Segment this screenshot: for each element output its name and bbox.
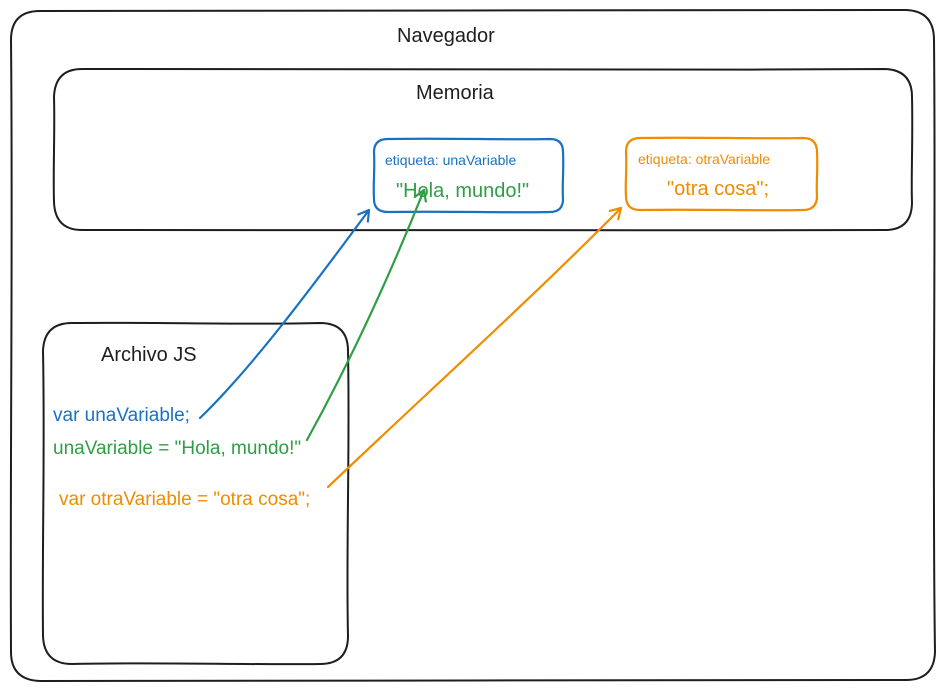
memory-title: Memoria <box>416 82 494 104</box>
memory-cell-otravariable-box <box>624 136 819 212</box>
arrow-declaration-blue <box>198 208 371 420</box>
memory-cell-otravariable-value: "otra cosa"; <box>667 178 770 200</box>
arrow-assignment-green <box>305 188 424 442</box>
memory-cell-unavariable-box <box>372 137 565 214</box>
memory-cell-unavariable-value: "Hola, mundo!" <box>396 180 530 202</box>
code-line-declaration: var unaVariable; <box>53 405 190 426</box>
code-line-assignment: unaVariable = "Hola, mundo!" <box>53 438 302 459</box>
memory-cell-unavariable-tag: etiqueta: unaVariable <box>385 152 517 168</box>
memory-cell-otravariable-tag: etiqueta: otraVariable <box>638 151 771 167</box>
js-file-box <box>41 321 350 666</box>
code-line-otravariable: var otraVariable = "otra cosa"; <box>59 489 311 510</box>
memory-box <box>52 67 914 232</box>
js-file-title: Archivo JS <box>101 344 197 366</box>
browser-title: Navegador <box>397 25 495 47</box>
browser-box <box>9 8 937 683</box>
arrow-otravariable-orange <box>326 206 623 489</box>
